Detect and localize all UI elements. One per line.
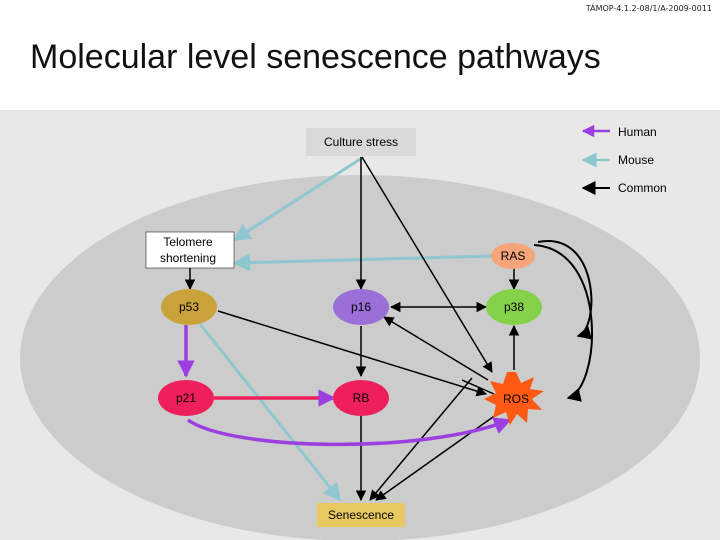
svg-text:RAS: RAS (501, 249, 526, 263)
edge-ros-senescence (375, 411, 501, 501)
edge-p53-ros (217, 310, 488, 397)
node-p53: p53 (161, 289, 217, 325)
cell-ellipse (20, 175, 700, 540)
edge-p53-senescence (198, 323, 342, 502)
node-senescence: Senescence (317, 503, 405, 527)
project-code: TÁMOP-4.1.2-08/1/A-2009-0011 (585, 4, 712, 13)
node-p38: p38 (486, 289, 542, 325)
node-telomere-shortening: Telomere shortening (145, 231, 235, 269)
slide-title: Molecular level senescence pathways (30, 38, 601, 76)
svg-text:shortening: shortening (160, 251, 216, 265)
edge-stress-telomere (232, 156, 363, 242)
svg-text:p53: p53 (179, 300, 199, 314)
edge-ros-p21 (461, 379, 495, 395)
node-ros: ROS (484, 372, 544, 425)
legend: Human Mouse Common (581, 124, 667, 195)
svg-text:Senescence: Senescence (328, 508, 394, 522)
svg-text:p21: p21 (176, 391, 196, 405)
edge-stress-ros (361, 156, 493, 373)
node-rb: RB (333, 380, 389, 416)
svg-text:Culture stress: Culture stress (324, 135, 398, 149)
edge-ras-loop-right (537, 240, 593, 340)
edge-p21-ros-curve (186, 417, 512, 447)
legend-mouse-label: Mouse (618, 153, 654, 167)
edge-ras-ros-loop (533, 244, 594, 402)
edge-ras-telomere (232, 253, 493, 272)
legend-common-label: Common (618, 181, 667, 195)
legend-human-label: Human (618, 125, 657, 139)
svg-text:Telomere: Telomere (163, 235, 213, 249)
svg-text:p16: p16 (351, 300, 371, 314)
edge-ros-p16 (383, 316, 489, 381)
node-p21: p21 (158, 380, 214, 416)
svg-text:RB: RB (353, 391, 370, 405)
node-culture-stress: Culture stress (306, 128, 416, 156)
node-p16: p16 (333, 289, 389, 325)
node-ras: RAS (491, 243, 535, 269)
svg-text:p38: p38 (504, 300, 524, 314)
svg-text:ROS: ROS (503, 392, 529, 406)
